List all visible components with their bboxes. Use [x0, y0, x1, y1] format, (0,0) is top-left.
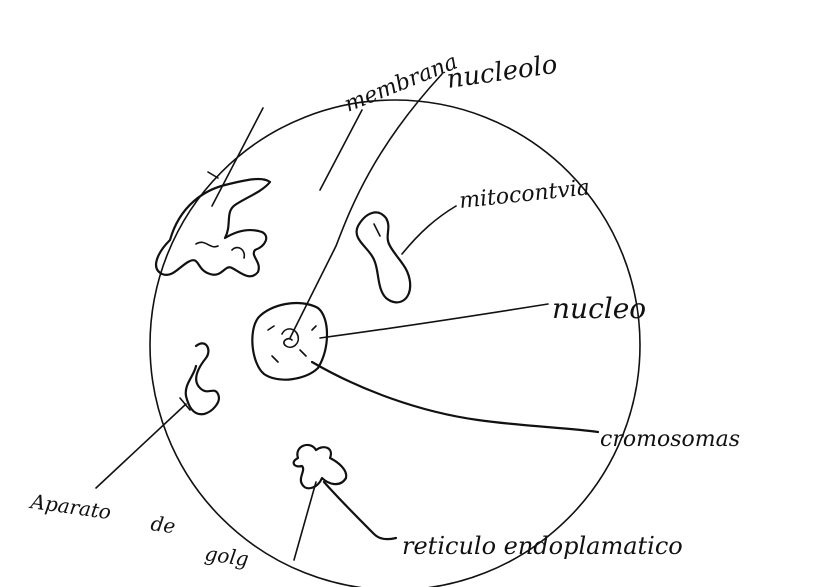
mitochondria-inner-mark [374, 224, 380, 236]
label-de: de [149, 511, 177, 538]
er-shape [294, 445, 347, 488]
label-cromosomas: cromosomas [600, 427, 740, 452]
nucleus-shape [252, 303, 327, 380]
label-golgi: golg [203, 541, 250, 571]
left-organelle-blob [156, 179, 270, 276]
left-organelle-inner-squiggle [196, 242, 244, 258]
nucleo-pointer-line [320, 304, 548, 338]
cell-membrane-outline [150, 100, 640, 587]
mitochondria-pointer-line [402, 206, 456, 254]
label-mitocondria: mitocontvia [458, 175, 591, 214]
label-nucleo: nucleo [552, 292, 646, 325]
left-organelle-pointer-mark [208, 172, 218, 178]
membrana-pointer-line [320, 110, 362, 190]
golgi-squiggle [186, 343, 219, 414]
label-membrana: membrana [341, 50, 461, 118]
left-organelle-pointer-line [212, 108, 263, 206]
label-reticulo: reticulo endoplamatico [402, 532, 683, 560]
cromosomas-pointer-line [312, 362, 598, 432]
er-pointer-line-short [294, 482, 316, 560]
label-aparato: Aparato [27, 489, 112, 524]
label-nucleolo: nucleolo [445, 50, 559, 95]
mitochondria-shape [357, 212, 411, 302]
reticulo-pointer-line [324, 482, 396, 539]
chromosome-marks [268, 326, 316, 362]
